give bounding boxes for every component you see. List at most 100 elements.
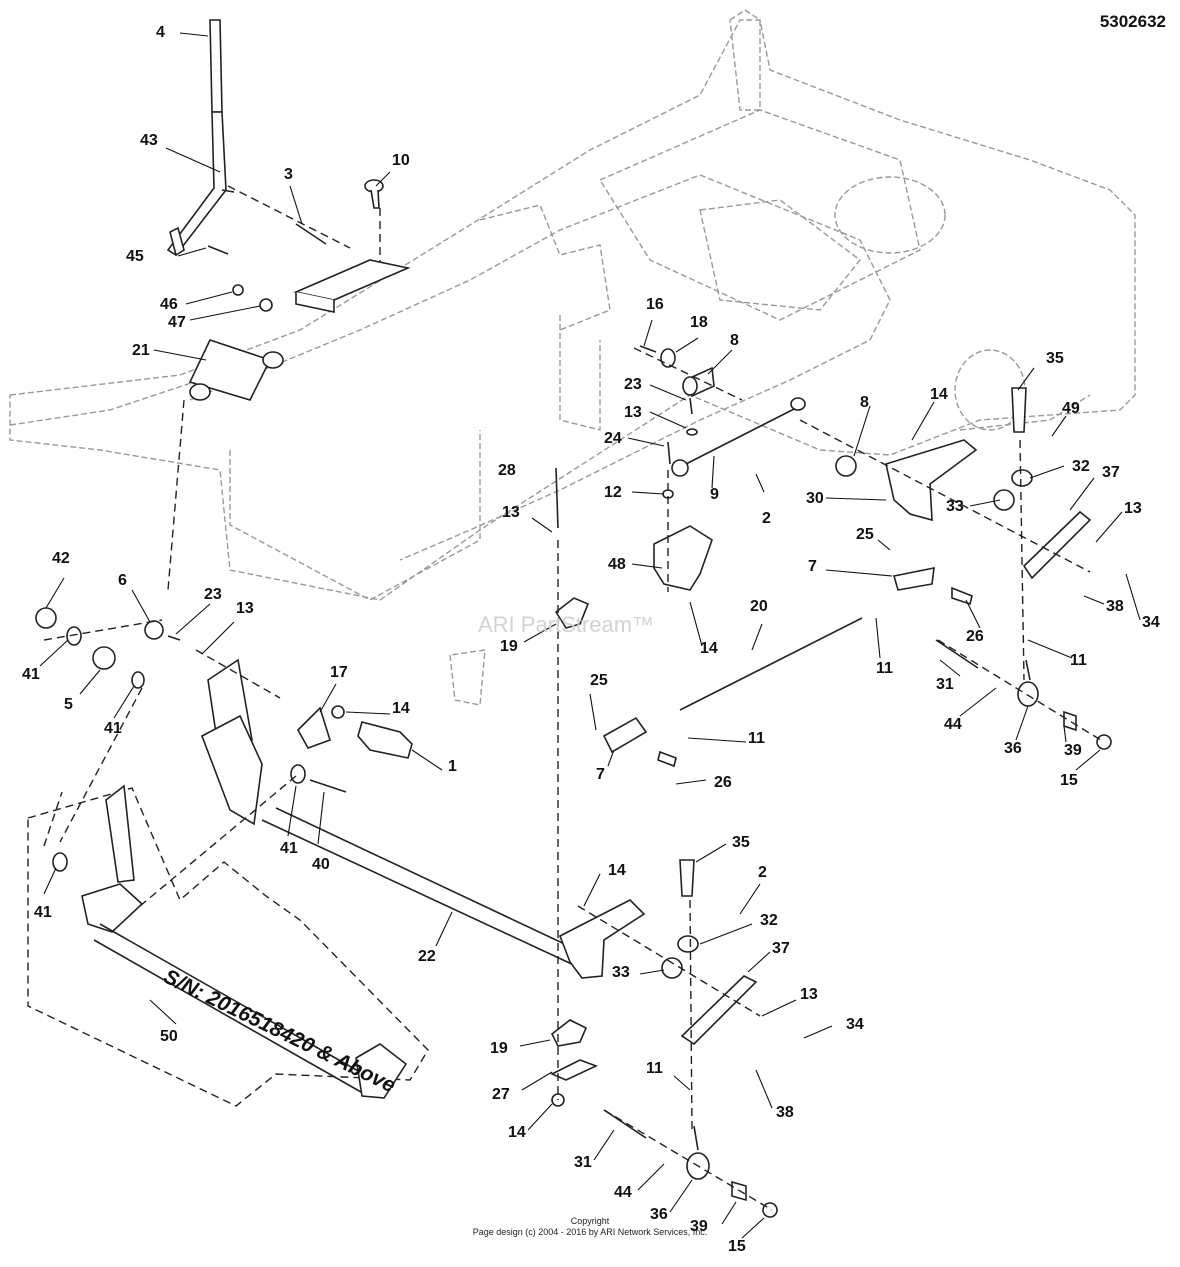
bolt-23-upper	[689, 397, 693, 415]
pin-26-upper	[951, 586, 973, 606]
control-shaft-22	[261, 807, 591, 967]
callout-47: 47	[168, 314, 186, 331]
callout-15-lower: 15	[728, 1238, 746, 1255]
bolt-31-upper	[935, 639, 979, 669]
callout-39-upper: 39	[1064, 742, 1082, 759]
callout-11-right: 11	[1070, 652, 1087, 669]
washer-41-b	[131, 671, 145, 689]
callout-34-upper: 34	[1142, 614, 1160, 631]
clamp-19-upper	[554, 597, 590, 629]
callout-43: 43	[140, 132, 158, 149]
callout-32-upper: 32	[1072, 458, 1090, 475]
rod-end-36-upper	[1017, 659, 1039, 707]
nut-14-c	[331, 705, 345, 719]
callout-12: 12	[604, 484, 622, 501]
callout-19-upper: 19	[500, 638, 518, 655]
fastener-45-46-47	[207, 245, 273, 312]
washer-41-a	[66, 626, 82, 646]
callout-14-upper: 14	[700, 640, 718, 657]
footer-page-design: Page design (c) 2004 - 2016 by ARI Netwo…	[472, 1227, 708, 1237]
callout-34-lower: 34	[846, 1016, 864, 1033]
rod-end-7-upper	[892, 566, 935, 591]
lever-arm-lower	[558, 899, 646, 979]
frame-outline	[9, 9, 1136, 706]
callout-44-lower: 44	[614, 1184, 632, 1201]
callout-33-lower: 33	[612, 964, 630, 981]
callout-32-lower: 32	[760, 912, 778, 929]
callout-30: 30	[806, 490, 824, 507]
callout-35-lower: 35	[732, 834, 750, 851]
callout-48: 48	[608, 556, 626, 573]
washer-13-upper	[686, 428, 698, 436]
washer-41-c	[290, 764, 306, 784]
callout-25-lower: 25	[590, 672, 608, 689]
left-plate-weldment	[201, 658, 263, 826]
lever-mount-block	[293, 259, 411, 313]
spacer-33-upper	[993, 489, 1015, 511]
callout-45: 45	[126, 248, 144, 265]
rod-end-7-lower	[602, 716, 648, 754]
bolt-24	[667, 441, 671, 465]
plate-27	[550, 1059, 599, 1081]
control-lever	[166, 19, 235, 257]
callout-40: 40	[312, 856, 330, 873]
callout-13-upper: 13	[624, 404, 642, 421]
rod-20	[679, 617, 863, 711]
spacer-32-lower	[677, 935, 699, 953]
watermark: ARI PartStream™	[478, 612, 655, 637]
spacer-33-lower	[661, 957, 683, 979]
bolt-35-lower	[679, 859, 695, 897]
callout-21: 21	[132, 342, 150, 359]
callout-28: 28	[498, 462, 516, 479]
callout-25-upper: 25	[856, 526, 874, 543]
callout-16: 16	[646, 296, 664, 313]
bushing-8-right	[835, 455, 857, 477]
callout-7-lower: 7	[596, 766, 605, 783]
callout-2-lower: 2	[758, 864, 767, 881]
callout-11-lower: 11	[646, 1060, 663, 1077]
callout-49: 49	[1062, 400, 1080, 417]
bolt-40	[309, 779, 347, 793]
lever-arm-30	[885, 439, 978, 522]
callout-2-upper: 2	[762, 510, 771, 527]
callout-19-lower: 19	[490, 1040, 508, 1057]
callout-42: 42	[52, 550, 70, 567]
callout-31-upper: 31	[936, 676, 954, 693]
spring-3	[295, 223, 327, 245]
callout-24: 24	[604, 430, 622, 447]
callout-26-upper: 26	[966, 628, 984, 645]
callout-6: 6	[118, 572, 127, 589]
callout-5: 5	[64, 696, 73, 713]
callout-3: 3	[284, 166, 293, 183]
callout-13-mid: 13	[502, 504, 520, 521]
nut-42	[35, 607, 57, 629]
callout-44-upper: 44	[944, 716, 962, 733]
callout-8-right: 8	[860, 394, 869, 411]
handle-grip-1	[357, 721, 413, 759]
callout-35-upper: 35	[1046, 350, 1064, 367]
footer-copyright: Copyright	[570, 1216, 610, 1226]
bolt-28	[555, 467, 559, 529]
callout-7-upper: 7	[808, 558, 817, 575]
callout-39-lower: 39	[690, 1218, 708, 1235]
bolt-35-upper	[1011, 387, 1027, 433]
callout-14-right: 14	[930, 386, 948, 403]
bolt-23-left	[167, 635, 181, 641]
callout-15-upper: 15	[1060, 772, 1078, 789]
callout-22: 22	[418, 948, 436, 965]
callout-27: 27	[492, 1086, 510, 1103]
bolt-16	[639, 345, 657, 353]
callout-37-lower: 37	[772, 940, 790, 957]
callout-10: 10	[392, 152, 410, 169]
nut-15-upper	[1096, 734, 1112, 750]
callout-13-right: 13	[1124, 500, 1142, 517]
bracket-48	[653, 525, 713, 591]
spacer-39-upper	[1063, 710, 1077, 732]
pin-10	[364, 179, 384, 209]
spacer-32-upper	[1011, 469, 1033, 487]
bolt-31-lower	[603, 1109, 647, 1139]
pivot-bracket-21	[188, 339, 284, 401]
callout-23-left: 23	[204, 586, 222, 603]
bracket-17	[297, 706, 331, 749]
